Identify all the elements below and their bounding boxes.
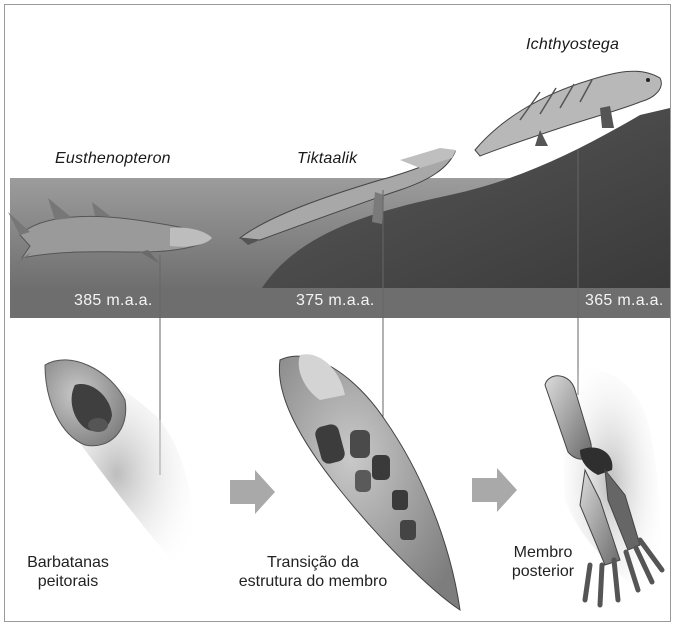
stage-transition-line2: estrutura do membro bbox=[228, 572, 398, 591]
timeline-385-label: 385 m.a.a. bbox=[74, 292, 153, 310]
species-ichthyostega-label: Ichthyostega bbox=[526, 36, 619, 54]
stage-limb-line1: Membro bbox=[498, 543, 588, 562]
arrow-1 bbox=[230, 470, 275, 514]
species-eusthenopteron-label: Eusthenopteron bbox=[55, 150, 171, 168]
pectoral-fin-illustration bbox=[40, 360, 194, 580]
timeline-365-label: 365 m.a.a. bbox=[585, 292, 664, 310]
stage-pectoral-line2: peitorais bbox=[8, 572, 128, 591]
stage-transition-label: Transição da estrutura do membro bbox=[228, 553, 398, 591]
timeline-375-label: 375 m.a.a. bbox=[296, 292, 375, 310]
stage-transition-line1: Transição da bbox=[228, 553, 398, 572]
stage-pectoral-label: Barbatanas peitorais bbox=[8, 553, 128, 591]
stage-limb-line2: posterior bbox=[498, 562, 588, 581]
arrow-2 bbox=[472, 468, 517, 512]
species-tiktaalik-label: Tiktaalik bbox=[297, 150, 357, 168]
stage-limb-label: Membro posterior bbox=[498, 543, 588, 581]
stage-pectoral-line1: Barbatanas bbox=[8, 553, 128, 572]
